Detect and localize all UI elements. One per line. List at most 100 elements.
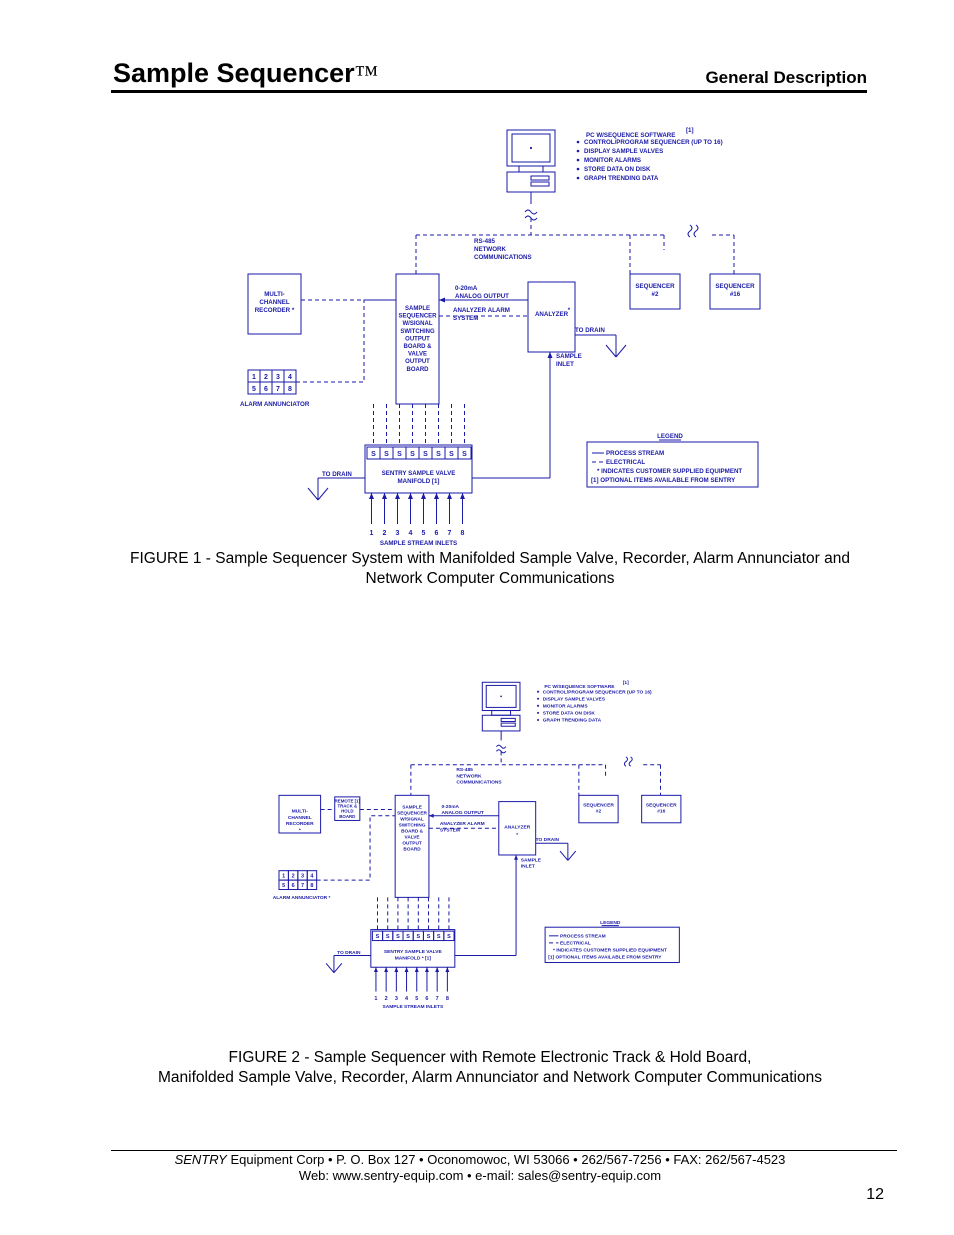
- valve-cell-2-label: S: [386, 934, 390, 940]
- pc-screen-dot: [529, 146, 533, 150]
- inlet-arrow-7: [447, 493, 452, 499]
- annunciator-cell-6-label: 6: [264, 386, 268, 393]
- sequencer-label-line-2: SEQUENCER: [398, 314, 437, 320]
- pc-screen-dot: [500, 695, 503, 698]
- manifold-to-drain-label: TO DRAIN: [322, 471, 352, 478]
- analog-label-line-2: ANALOG OUTPUT: [441, 810, 483, 816]
- legend-item-4: [1] OPTIONAL ITEMS AVAILABLE FROM SENTRY: [591, 477, 736, 484]
- manifold-box: [370, 929, 456, 968]
- manifold-label-line-1: SENTRY SAMPLE VALVE: [384, 949, 443, 955]
- annunciator-cell-8-label: 8: [310, 883, 313, 889]
- network-label-line-2: NETWORK: [474, 246, 506, 253]
- analyzer-drain-symbol-left: [605, 344, 617, 358]
- figure-1-caption: FIGURE 1 - Sample Sequencer System with …: [40, 549, 940, 589]
- pc-footnote: [1]: [686, 127, 694, 134]
- sequencer-label-line-8: BOARD: [403, 846, 421, 851]
- recorder-label-line-3: RECORDER *: [255, 307, 295, 314]
- sample-inlet-arrow: [547, 352, 553, 358]
- pc-feature-1: CONTROL/PROGRAM SEQUENCER (UP TO 16): [543, 689, 652, 695]
- analog-label-line-1: 0-20mA: [455, 285, 478, 292]
- legend-item-1: PROCESS STREAM: [560, 933, 606, 939]
- inlet-number-2: 2: [383, 530, 387, 537]
- sequencer-label-line-6: BOARD &: [404, 344, 433, 350]
- sequencer-label-line-7: OUTPUT: [402, 840, 421, 845]
- legend-item-2: ELECTRICAL: [606, 459, 645, 466]
- sequencer-2-label-line-2: #2: [596, 809, 602, 815]
- recorder-label-line-2: CHANNEL: [259, 299, 289, 306]
- analyzer-label: ANALYZER: [535, 311, 569, 318]
- network-label-line-1: RS-485: [456, 767, 473, 773]
- sequencer-label-line-6: VALVE: [405, 834, 420, 839]
- sample-inlet-label-line-1: SAMPLE: [521, 857, 542, 863]
- pc-feature-bullet-3: [537, 704, 540, 707]
- pc-feature-5: GRAPH TRENDING DATA: [543, 718, 602, 724]
- network-bus-break: [687, 224, 699, 238]
- alarm-label-line-1: ANALYZER ALARM: [453, 307, 510, 314]
- recorder-box: [278, 794, 322, 834]
- sequencer-label-line-2: SEQUENCER: [397, 811, 427, 816]
- valve-cell-6-label: S: [436, 451, 441, 458]
- annunciator-cell-3-label: 3: [276, 374, 280, 381]
- figure-2-caption: FIGURE 2 - Sample Sequencer with Remote …: [40, 1048, 940, 1088]
- annunciator-cell-6-label: 6: [292, 883, 295, 889]
- sequencer-2-label-line-1: SEQUENCER: [635, 283, 675, 290]
- valve-cell-7-label: S: [437, 934, 441, 940]
- network-label-line-1: RS-485: [474, 238, 496, 245]
- recorder-label-line-1: MULTI-: [264, 291, 285, 298]
- analyzer-label: ANALYZER: [504, 824, 531, 830]
- valve-cell-8: [443, 930, 455, 942]
- inlet-arrow-8: [445, 967, 450, 972]
- sequencer-label-line-3: W/SIGNAL: [400, 817, 424, 822]
- inlet-number-6: 6: [425, 996, 428, 1002]
- footer-company: SENTRY: [174, 1152, 227, 1167]
- figure-1-diagram: PC W/SEQUENCE SOFTWARE[1]CONTROL/PROGRAM…: [240, 127, 761, 547]
- pc-feature-5: GRAPH TRENDING DATA: [584, 175, 659, 182]
- inlet-arrow-6: [425, 967, 429, 972]
- sample-inlet-label-line-2: INLET: [556, 361, 574, 368]
- inlet-number-5: 5: [422, 530, 426, 537]
- figure-2-caption-line-1: FIGURE 2 - Sample Sequencer with Remote …: [228, 1049, 752, 1066]
- pc-drive-2: [500, 722, 516, 727]
- sequencer-16-box: [709, 273, 761, 310]
- sample-sequencer-box: [394, 794, 430, 898]
- pc-drive-2: [530, 181, 550, 187]
- inlet-arrow-4: [408, 493, 413, 499]
- inlet-number-6: 6: [435, 530, 439, 537]
- network-bus-break: [623, 756, 633, 767]
- manifold-drain-symbol-left: [307, 487, 319, 501]
- valve-cell-8-label: S: [462, 451, 467, 458]
- manifold-label-line-1: SENTRY SAMPLE VALVE: [382, 470, 456, 477]
- sequencer-label-line-4: SWITCHING: [399, 823, 426, 828]
- pc-screen: [485, 684, 517, 708]
- pc-monitor-stand: [491, 710, 512, 716]
- analyzer-drain-symbol-left: [559, 850, 569, 861]
- recorder-label-line-4: *: [299, 827, 301, 833]
- inlet-arrow-1: [369, 493, 374, 499]
- remote-track-hold-label-line-1: REMOTE [1]: [335, 798, 361, 803]
- inlet-number-4: 4: [409, 530, 413, 537]
- pc-feature-bullet-4: [537, 711, 540, 714]
- recorder-label-line-1: MULTI-: [292, 809, 308, 815]
- sequencer-label-line-3: W/SIGNAL: [403, 321, 433, 327]
- inlet-number-7: 7: [436, 996, 439, 1002]
- pc-monitor-stand: [518, 165, 544, 173]
- manifold-drain-symbol-right: [317, 487, 329, 501]
- pc-feature-2: DISPLAY SAMPLE VALVES: [543, 696, 606, 702]
- sequencer-label-line-8: OUTPUT: [405, 359, 430, 365]
- inlet-arrow-1: [373, 967, 378, 972]
- annunciator-label: ALARM ANNUNCIATOR *: [273, 895, 331, 901]
- sequencer-16-label-line-2: #16: [657, 809, 665, 815]
- inlet-arrow-2: [384, 967, 389, 972]
- sequencer-16-label-line-2: #16: [730, 291, 741, 298]
- pc-feature-4: STORE DATA ON DISK: [543, 710, 596, 716]
- analyzer-to-drain-label: TO DRAIN: [575, 327, 605, 334]
- alarm-label-line-2: SYSTEM: [440, 827, 460, 833]
- pc-feature-2: DISPLAY SAMPLE VALVES: [584, 148, 663, 155]
- footer-address: Equipment Corp • P. O. Box 127 • Oconomo…: [230, 1152, 786, 1167]
- remote-track-hold-label-line-2: TRACK &: [337, 804, 358, 809]
- valve-cell-5-label: S: [423, 451, 428, 458]
- remote-track-hold-box: [334, 796, 361, 821]
- annunciator-cell-8: [283, 381, 297, 395]
- annunciator-cell-7-label: 7: [276, 386, 280, 393]
- manifold-box: [364, 444, 473, 494]
